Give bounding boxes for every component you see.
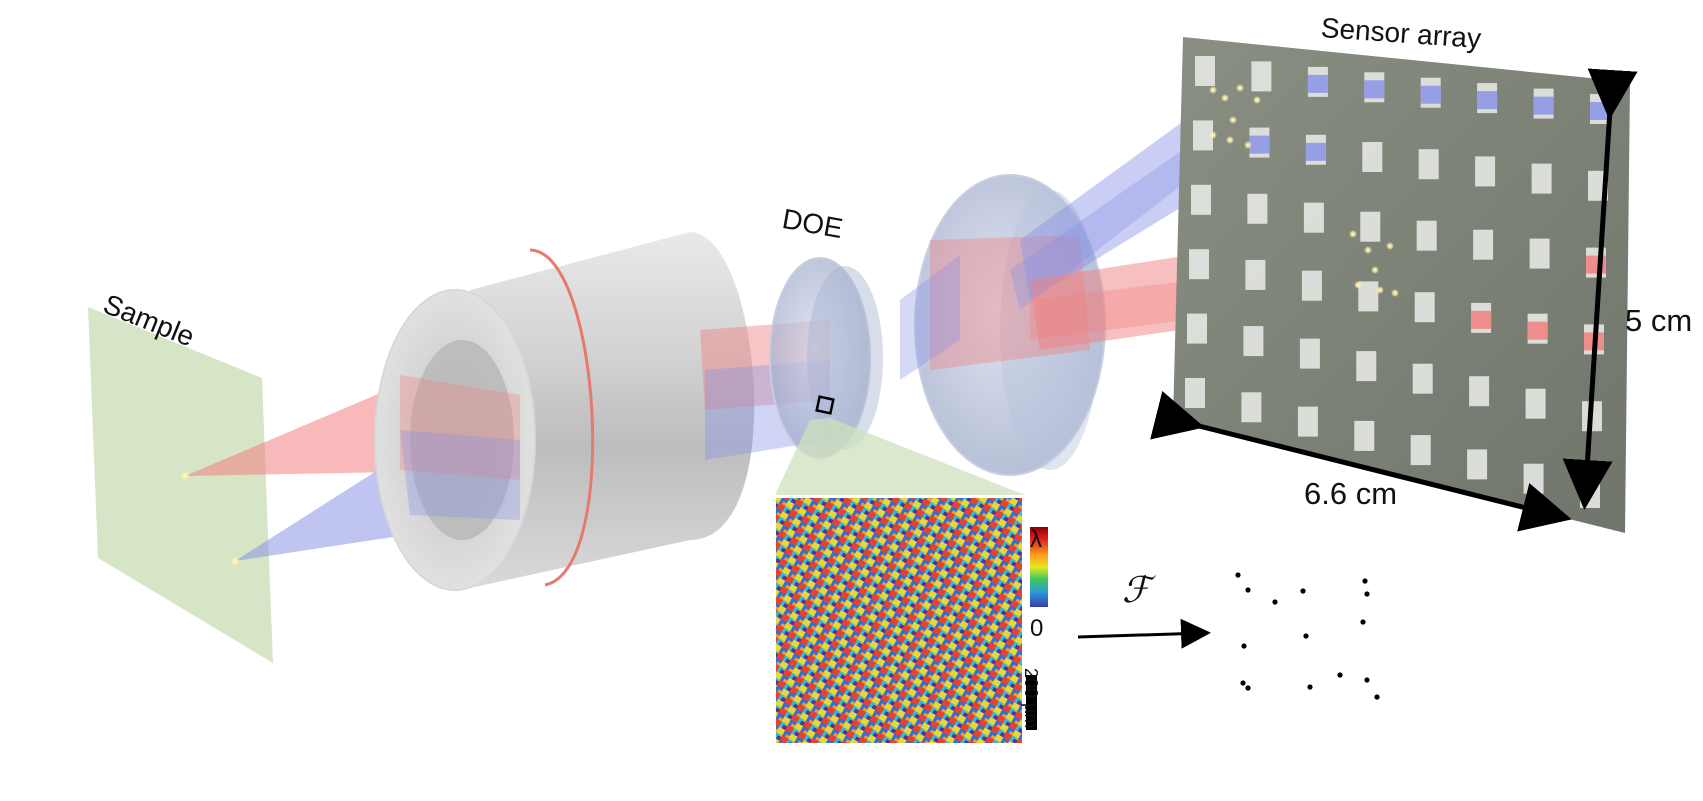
- sensor-tile: [1251, 61, 1272, 92]
- sensor-tile: [1473, 229, 1494, 260]
- objective-aperture: [410, 340, 514, 540]
- sensor-tile: [1189, 249, 1209, 280]
- colorbar-max-label: λ: [1030, 526, 1042, 553]
- sensor-tile: [1191, 184, 1211, 215]
- sensor-tile: [1358, 281, 1379, 312]
- sensor-tile-signal: [1249, 135, 1270, 154]
- sensor-tile: [1301, 270, 1322, 301]
- sensor-tile: [1185, 378, 1205, 408]
- sample-point-source-2: [230, 556, 240, 566]
- sensor-tile: [1303, 202, 1324, 233]
- sensor-tile: [1297, 406, 1318, 437]
- sample-plane-surface: [88, 307, 273, 663]
- objective-red-ring: [529, 248, 595, 587]
- sensor-tile: [1299, 338, 1320, 369]
- sensor-tile: [1523, 463, 1544, 494]
- sensor-tile-signal: [1477, 91, 1498, 110]
- sensor-tile: [1241, 392, 1262, 423]
- sensor-tile: [1416, 220, 1437, 251]
- width-dimension-arrow: [1150, 391, 1572, 532]
- sensor-tile: [1531, 163, 1552, 194]
- sensor-tile: [1418, 149, 1439, 180]
- sensor-tile-signal: [1527, 321, 1548, 340]
- sensor-tile: [1529, 238, 1550, 269]
- sensor-tile-signal: [1590, 102, 1610, 120]
- sensor-tile: [1195, 56, 1215, 86]
- far-field-pattern: [1235, 572, 1380, 700]
- colorbar-min-label: 0: [1030, 615, 1044, 642]
- sensor-tile: [1247, 193, 1268, 224]
- sensor-tile: [1362, 142, 1383, 172]
- doe-element: [769, 257, 883, 459]
- sensor-tile: [1360, 211, 1381, 242]
- sensor-tile: [1243, 326, 1264, 357]
- sensor-tile: [1414, 292, 1435, 323]
- sensor-tile-signal: [1307, 74, 1328, 93]
- sensor-tile: [1467, 449, 1488, 480]
- scale-bar-label: 200 µm: [1021, 668, 1041, 729]
- sensor-tile: [1193, 120, 1213, 151]
- objective-body: [470, 232, 755, 588]
- sensor-width-label: 6.6 cm: [1304, 476, 1398, 511]
- sensor-board: [1173, 37, 1630, 533]
- sensor-tile: [1525, 388, 1546, 419]
- sensor-tile: [1354, 420, 1375, 451]
- sensor-tile-signal: [1586, 255, 1606, 274]
- sensor-tile: [1410, 435, 1431, 466]
- scale-bar: [1026, 675, 1037, 730]
- sensor-array: [1150, 37, 1638, 533]
- sample-plane: [88, 307, 273, 663]
- fourier-arrow: [1077, 618, 1211, 649]
- sensor-height-label: 5 cm: [1625, 303, 1693, 338]
- sensor-tile-signal: [1533, 96, 1554, 115]
- focal-spots: [1209, 84, 1399, 297]
- sensor-tile: [1475, 156, 1496, 187]
- sample-point-source-1: [180, 471, 190, 481]
- sensor-tile: [1356, 351, 1377, 382]
- sensor-tile: [1469, 376, 1490, 407]
- sensor-tile-signal: [1471, 310, 1492, 329]
- fourier-transform-label: ℱ: [1122, 570, 1151, 611]
- inset-projection: [775, 418, 1025, 495]
- sensor-tile: [1412, 363, 1433, 394]
- phase-colorbar: [1030, 527, 1048, 607]
- sensor-tile-signal: [1420, 85, 1441, 104]
- sensor-tile: [1245, 259, 1266, 290]
- sensor-tile-signal: [1305, 142, 1326, 161]
- phase-mask-inset: [775, 418, 1048, 743]
- height-dimension-arrow: [1562, 68, 1638, 510]
- objective-lens: [374, 232, 755, 591]
- sensor-tile-signal: [1364, 80, 1385, 99]
- phase-mask-image: [776, 498, 1022, 743]
- sensor-tile: [1187, 313, 1207, 344]
- doe-inset-marker: [815, 395, 835, 415]
